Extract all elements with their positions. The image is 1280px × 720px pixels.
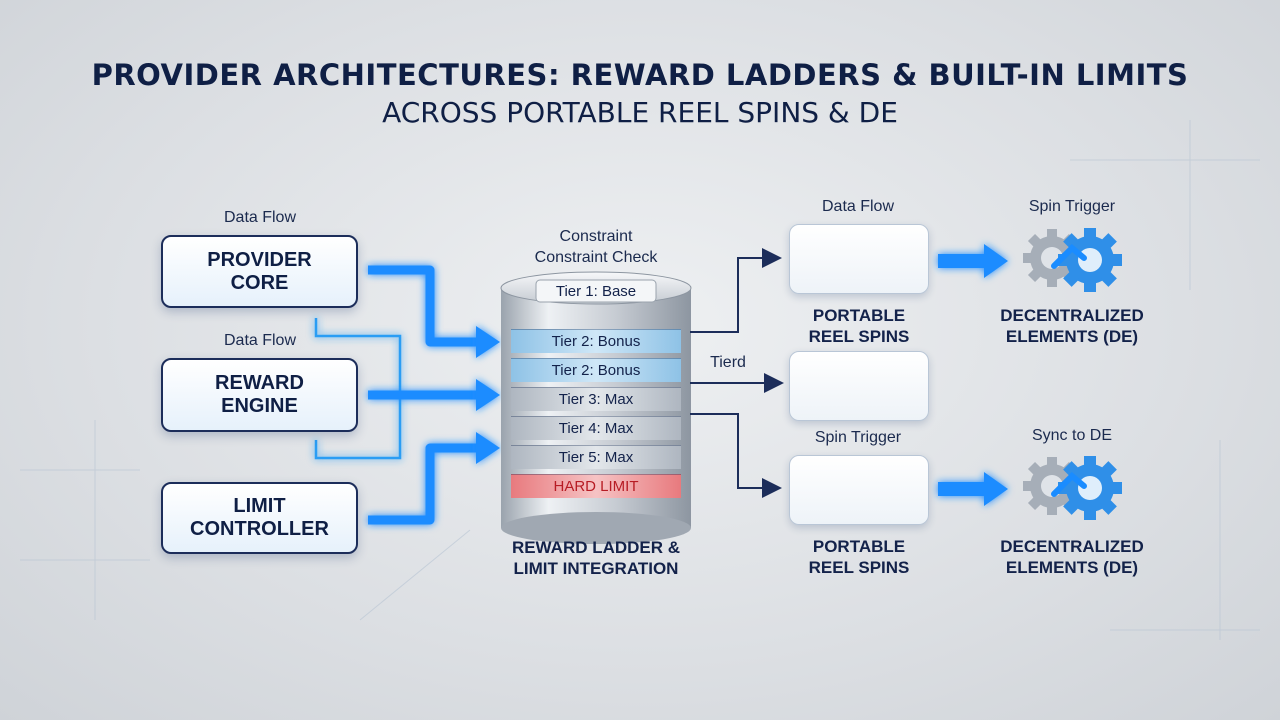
connector-to-reel-1	[690, 248, 782, 333]
gear-icon	[1023, 456, 1122, 520]
page-title: PROVIDER ARCHITECTURES: REWARD LADDERS &…	[91, 58, 1189, 92]
de-arrows	[938, 244, 1008, 506]
input-arrows	[368, 265, 478, 525]
background-grid	[20, 120, 1260, 640]
input-arrowheads	[476, 326, 500, 464]
input-label-2: Data Flow	[223, 332, 297, 349]
ladder-tier: Tier 2: Bonus	[511, 358, 681, 382]
de-label-1: Spin Trigger	[1028, 198, 1116, 215]
gear-icon	[1023, 228, 1122, 292]
branch-label: Tierd	[710, 354, 746, 371]
reward-engine-box: REWARD ENGINE	[161, 358, 358, 432]
limit-controller-box: LIMIT CONTROLLER	[161, 482, 358, 554]
ladder-tier: Tier 3: Max	[511, 387, 681, 411]
reel-label-1: Data Flow	[821, 198, 895, 215]
input-label-1: Data Flow	[223, 209, 297, 226]
portable-reel-box-2	[789, 351, 929, 421]
hard-limit-tier: HARD LIMIT	[511, 474, 681, 498]
reel-caption-3: PORTABLE REEL SPINS	[808, 537, 910, 577]
ladder-tier: Tier 1: Base	[555, 282, 637, 300]
de-label-2: Sync to DE	[1031, 427, 1113, 444]
reel-caption-1: PORTABLE REEL SPINS	[808, 306, 910, 346]
ladder-caption: REWARD LADDER & LIMIT INTEGRATION	[511, 538, 681, 578]
portable-reel-box-3	[789, 455, 929, 525]
ladder-top-label: Constraint Constraint Check	[534, 228, 658, 266]
arrow-core-to-ladder	[368, 265, 478, 347]
ladder-tier: Tier 2: Bonus	[511, 329, 681, 353]
de-gear-icons	[1023, 228, 1122, 520]
de-caption-2: DECENTRALIZED ELEMENTS (DE)	[1000, 537, 1144, 577]
arrowhead-3	[476, 432, 500, 464]
connector-to-reel-3	[690, 413, 782, 498]
de-caption-1: DECENTRALIZED ELEMENTS (DE)	[1000, 306, 1144, 346]
provider-core-box: PROVIDER CORE	[161, 235, 358, 308]
arrow-limit-to-ladder	[368, 443, 478, 525]
arrow-reel-to-de-1	[938, 244, 1008, 278]
ladder-tier: Tier 5: Max	[511, 445, 681, 469]
portable-reel-box-1	[789, 224, 929, 294]
arrow-reel-to-de-2	[938, 472, 1008, 506]
ladder-tier: Tier 4: Max	[511, 416, 681, 440]
page-subtitle: ACROSS PORTABLE REEL SPINS & DE	[382, 96, 898, 129]
reel-label-3: Spin Trigger	[814, 429, 902, 446]
arrowhead-1	[476, 326, 500, 358]
output-connectors	[690, 248, 784, 498]
arrowhead-2	[476, 379, 500, 411]
